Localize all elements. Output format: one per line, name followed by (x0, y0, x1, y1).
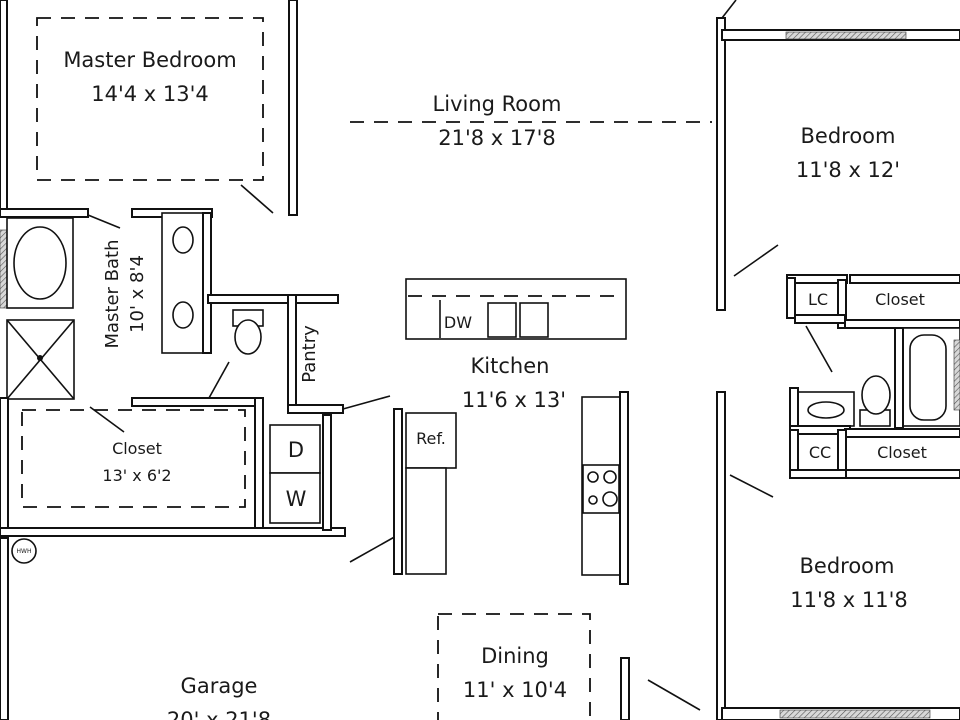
bathtub-icon (13, 226, 67, 300)
kitchen (350, 121, 712, 585)
pantry-laundry (269, 294, 391, 531)
counter-left (405, 467, 447, 575)
room-name-kitchen: Kitchen (471, 354, 550, 378)
master-closet (0, 397, 346, 539)
refrigerator-icon (405, 412, 457, 469)
window-upper (785, 31, 907, 40)
label-water-heater: HWH (17, 548, 32, 555)
label-pantry: Pantry (299, 325, 320, 383)
label-refrigerator: Ref. (416, 429, 446, 448)
room-size-master-bath: 10' x 8'4 (127, 255, 148, 333)
room-name-dining: Dining (481, 644, 549, 668)
room-name-living-room: Living Room (433, 92, 562, 116)
room-size-garage: 20' x 21'8 (167, 708, 271, 720)
room-name-master-closet: Closet (112, 439, 162, 458)
label-washer: W (286, 487, 307, 511)
room-name-master-bedroom: Master Bedroom (63, 48, 236, 72)
bedroom-lower (716, 391, 960, 720)
toilet-icon (861, 375, 891, 415)
sink-icon (172, 226, 194, 254)
sink-icon (172, 301, 194, 329)
dryer-icon (269, 424, 321, 474)
room-size-living-room: 21'8 x 17'8 (438, 126, 556, 150)
toilet-icon (234, 319, 262, 355)
label-dryer: D (288, 438, 304, 462)
labels: Master Bedroom 14'4 x 13'4 Living Room 2… (17, 48, 927, 720)
room-size-bedroom-upper: 11'8 x 12' (796, 158, 900, 182)
room-size-dining: 11' x 10'4 (463, 678, 567, 702)
label-coat-closet: CC (809, 443, 831, 462)
master-bedroom-walls (0, 0, 298, 218)
bedroom-upper (716, 0, 960, 319)
label-dishwasher: DW (444, 313, 472, 332)
room-size-master-bedroom: 14'4 x 13'4 (91, 82, 209, 106)
master-bath (0, 212, 339, 407)
room-size-bedroom-lower: 11'8 x 11'8 (790, 588, 908, 612)
hall-bath-closets (789, 279, 960, 479)
window-hall-bath (953, 339, 960, 411)
label-linen-closet: LC (808, 290, 828, 309)
dining (437, 613, 701, 720)
label-closet-upper: Closet (875, 290, 925, 309)
window-lower (779, 709, 931, 719)
label-closet-lower: Closet (877, 443, 927, 462)
water-heater-icon (11, 538, 37, 564)
room-name-bedroom-lower: Bedroom (800, 554, 895, 578)
washer-icon (269, 472, 321, 524)
room-name-bedroom-upper: Bedroom (801, 124, 896, 148)
room-size-kitchen: 11'6 x 13' (462, 388, 566, 412)
room-name-garage: Garage (181, 674, 258, 698)
room-name-master-bath: Master Bath (102, 239, 123, 348)
room-size-master-closet: 13' x 6'2 (102, 466, 171, 485)
garage (0, 534, 399, 720)
